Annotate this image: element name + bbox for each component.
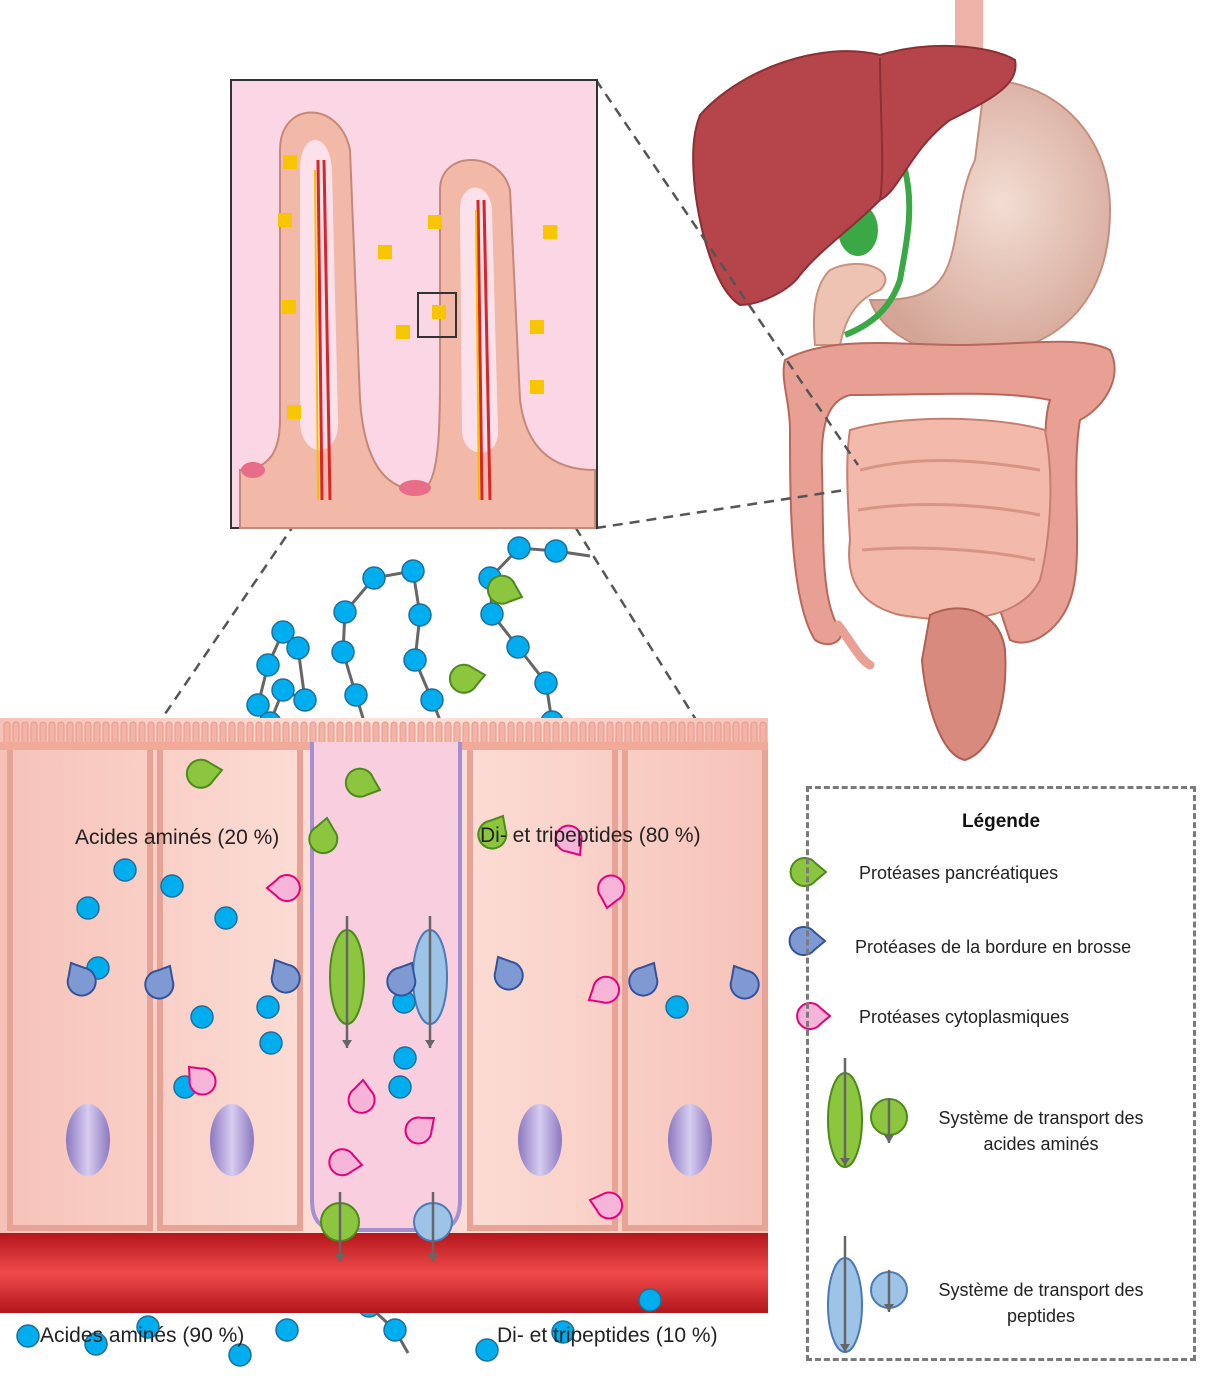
- nucleus: [66, 1104, 110, 1176]
- amino-acid: [409, 604, 431, 626]
- label-lumen-peptides: Di- et tripeptides (80 %): [480, 824, 701, 848]
- amino-acid: [666, 996, 688, 1018]
- amino-acid: [507, 636, 529, 658]
- pancreatic-protease: [448, 661, 488, 695]
- amino-acid: [257, 996, 279, 1018]
- small-intestine: [847, 419, 1050, 620]
- amino-acid: [535, 672, 557, 694]
- amino-acid: [114, 859, 136, 881]
- amino-acid: [287, 637, 309, 659]
- amino-acid: [394, 1047, 416, 1069]
- legend-label-brush-border-proteases: Protéases de la bordure en brosse: [855, 937, 1131, 958]
- rectum: [922, 608, 1005, 760]
- appendix: [838, 625, 870, 665]
- amino-acid: [260, 1032, 282, 1054]
- amino-acid: [334, 601, 356, 623]
- legend: Légende Protéases pancréatiques Protéase…: [806, 786, 1196, 1361]
- legend-label-cytoplasmic-proteases: Protéases cytoplasmiques: [859, 1007, 1069, 1028]
- amino-acid: [294, 689, 316, 711]
- amino-acid: [508, 537, 530, 559]
- villi-inset: [231, 80, 597, 528]
- legend-title: Légende: [809, 811, 1193, 833]
- amino-acid: [476, 1339, 498, 1361]
- amino-acid: [77, 897, 99, 919]
- amino-acid: [421, 689, 443, 711]
- label-blood-amino-acids: Acides aminés (90 %): [40, 1324, 244, 1348]
- amino-acid: [384, 1319, 406, 1341]
- legend-label-pancreatic-proteases: Protéases pancréatiques: [859, 863, 1058, 884]
- amino-acid: [389, 1076, 411, 1098]
- amino-acid: [345, 684, 367, 706]
- amino-acid: [17, 1325, 39, 1347]
- amino-acid: [404, 649, 426, 671]
- amino-acid: [161, 875, 183, 897]
- amino-acid: [276, 1319, 298, 1341]
- amino-acid: [639, 1289, 661, 1311]
- amino-acid: [257, 654, 279, 676]
- nucleus: [210, 1104, 254, 1176]
- amino-acid: [402, 560, 424, 582]
- legend-label-amino-acid-transport: Système de transport des acides aminés: [921, 1105, 1161, 1157]
- amino-acid: [272, 679, 294, 701]
- digestive-system-illustration: [693, 0, 1114, 760]
- amino-acid: [332, 641, 354, 663]
- label-lumen-amino-acids: Acides aminés (20 %): [75, 826, 279, 850]
- nucleus: [668, 1104, 712, 1176]
- amino-acid: [215, 907, 237, 929]
- amino-acid: [363, 567, 385, 589]
- label-blood-peptides: Di- et tripeptides (10 %): [497, 1324, 718, 1348]
- legend-label-peptide-transport: Système de transport des peptides: [921, 1277, 1161, 1329]
- nucleus: [518, 1104, 562, 1176]
- amino-acid: [545, 540, 567, 562]
- amino-acid: [191, 1006, 213, 1028]
- amino-acid: [481, 603, 503, 625]
